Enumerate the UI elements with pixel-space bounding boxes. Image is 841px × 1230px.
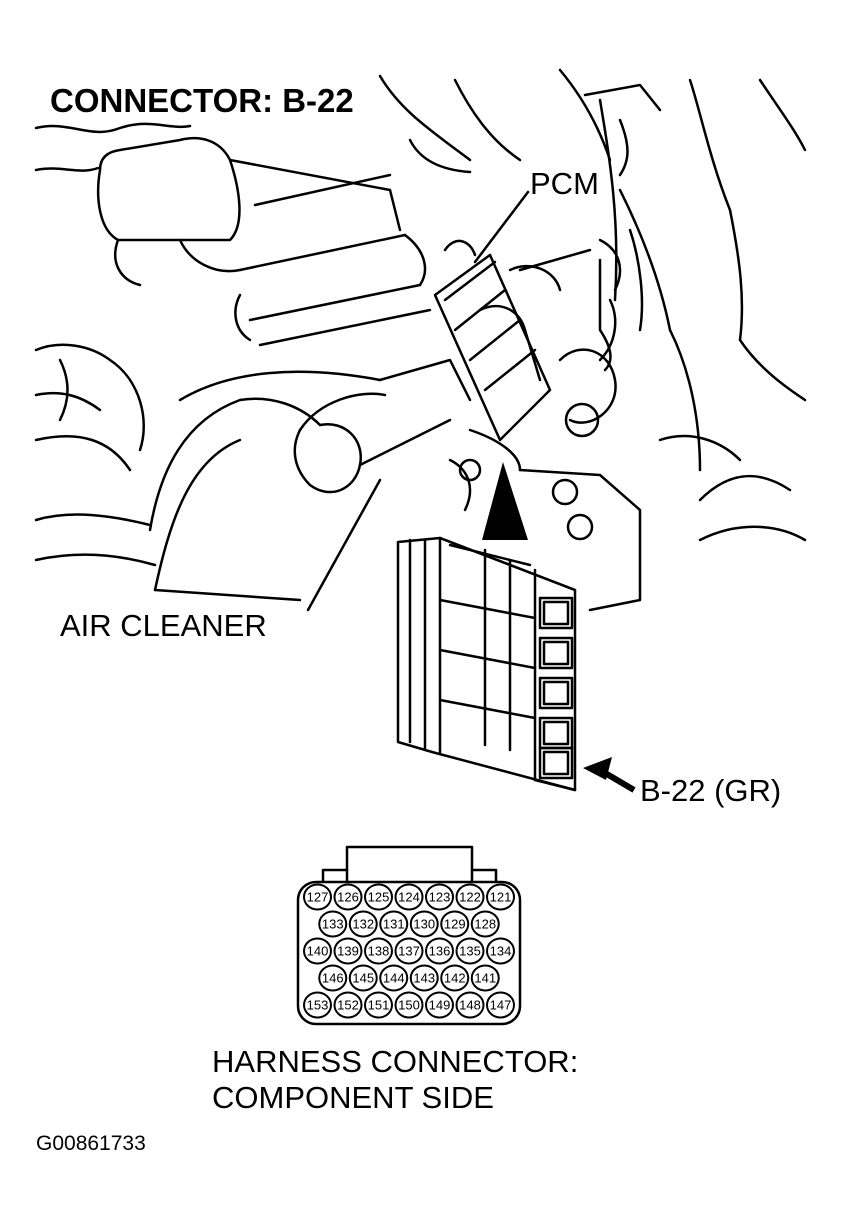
pin-number: 125 xyxy=(368,890,390,905)
connector-socket xyxy=(538,596,574,780)
pin-circle xyxy=(333,991,363,1019)
pcm-arrow xyxy=(482,462,528,540)
pin-number: 121 xyxy=(490,890,512,905)
pin-circle xyxy=(470,910,500,938)
page-title: CONNECTOR: B-22 xyxy=(50,82,354,119)
pin-circle xyxy=(333,937,363,965)
pin-number: 140 xyxy=(307,944,329,959)
pin-number: 144 xyxy=(383,971,405,986)
pin-circle xyxy=(486,883,515,911)
pin-circle xyxy=(486,937,515,965)
pin-number: 127 xyxy=(307,890,329,905)
pcm-leader-line xyxy=(473,190,530,264)
pin-number: 135 xyxy=(459,944,481,959)
pin-number: 150 xyxy=(398,998,420,1013)
pin-number: 123 xyxy=(429,890,451,905)
pin-circle xyxy=(394,937,424,965)
pin-number: 136 xyxy=(429,944,451,959)
pin-circle xyxy=(348,964,378,992)
pin-circle xyxy=(348,910,378,938)
pin-grid: 127 126 125 124 123 122 121 133 132 131 130 129 128 1… xyxy=(303,883,515,1019)
air-cleaner-leader-line xyxy=(306,478,382,612)
pin-circle xyxy=(409,910,439,938)
pin-number: 141 xyxy=(474,971,496,986)
pin-circle xyxy=(425,883,454,911)
pin-circle xyxy=(455,883,485,911)
pin-circle xyxy=(303,883,332,911)
pin-number: 142 xyxy=(444,971,466,986)
b22-arrow xyxy=(583,757,636,793)
pin-circle xyxy=(425,991,454,1019)
pin-circle xyxy=(409,964,439,992)
pin-circle xyxy=(303,991,332,1019)
pin-number: 143 xyxy=(413,971,435,986)
pin-circle xyxy=(470,964,500,992)
engine-bay-outline xyxy=(34,68,807,612)
pin-number: 122 xyxy=(459,890,481,905)
pin-circle xyxy=(455,991,485,1019)
pin-number: 151 xyxy=(368,998,390,1013)
pin-circle xyxy=(364,883,393,911)
pin-number: 137 xyxy=(398,944,420,959)
pin-number: 148 xyxy=(459,998,481,1013)
pin-circle xyxy=(440,964,470,992)
pin-number: 133 xyxy=(322,917,344,932)
pin-number: 153 xyxy=(307,998,329,1013)
pin-number: 139 xyxy=(337,944,359,959)
pin-number: 130 xyxy=(413,917,435,932)
figure-id: G00861733 xyxy=(36,1132,146,1155)
pin-circle xyxy=(364,991,393,1019)
connector-id-label: B-22 (GR) xyxy=(640,773,782,808)
pin-circle xyxy=(303,937,332,965)
pin-number: 149 xyxy=(429,998,451,1013)
pin-circle xyxy=(318,964,348,992)
pin-number: 134 xyxy=(490,944,512,959)
pin-circle xyxy=(455,937,485,965)
pin-number: 131 xyxy=(383,917,405,932)
pin-number: 128 xyxy=(474,917,496,932)
pin-number: 145 xyxy=(352,971,374,986)
pin-number: 152 xyxy=(337,998,359,1013)
harness-connector-caption-line1: HARNESS CONNECTOR: xyxy=(212,1044,579,1079)
pin-number: 146 xyxy=(322,971,344,986)
pin-circle xyxy=(379,964,409,992)
pin-circle xyxy=(364,937,393,965)
pin-circle xyxy=(394,883,424,911)
harness-connector-caption-line2: COMPONENT SIDE xyxy=(212,1080,494,1115)
air-cleaner-label: AIR CLEANER xyxy=(60,608,267,643)
pin-circle xyxy=(425,937,454,965)
pin-number: 129 xyxy=(444,917,466,932)
pin-number: 138 xyxy=(368,944,390,959)
pin-circle xyxy=(379,910,409,938)
pcm-label: PCM xyxy=(530,166,599,201)
pin-number: 126 xyxy=(337,890,359,905)
pin-circle xyxy=(440,910,470,938)
b22-connector-housing xyxy=(396,536,577,792)
pin-circle xyxy=(318,910,348,938)
pin-number: 147 xyxy=(490,998,512,1013)
pin-circle xyxy=(486,991,515,1019)
pin-number: 132 xyxy=(352,917,374,932)
pin-circle xyxy=(394,991,424,1019)
pin-circle xyxy=(333,883,363,911)
pin-number: 124 xyxy=(398,890,420,905)
